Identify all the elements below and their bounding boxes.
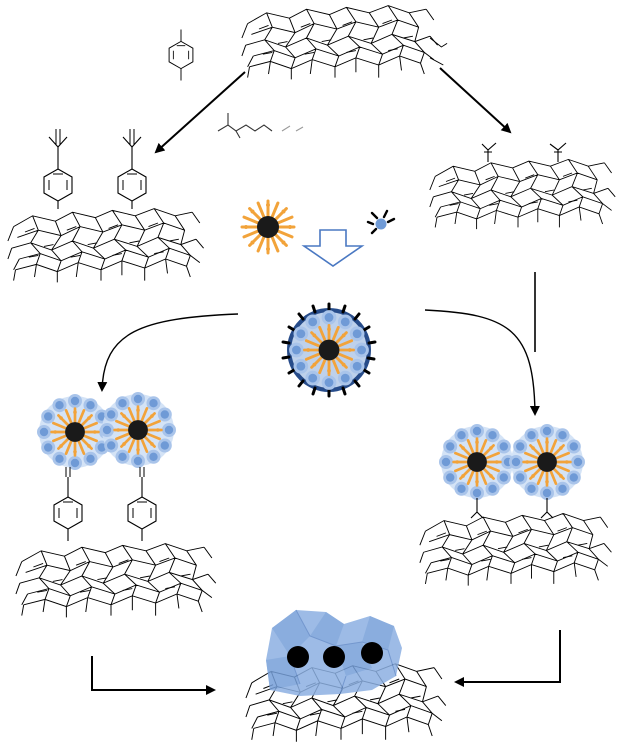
nanoparticle-ligand-core-icon [240,199,296,255]
carbon-surface-icon [419,513,612,587]
core-shell-nanoparticle-icon [439,424,515,500]
shell-precursor-icon [366,209,396,235]
styryl-linker-icon [53,467,157,541]
down-arrow-icon [301,229,365,267]
reaction-arrow-icon [91,656,216,695]
isopropylidene-linker-icon [470,498,554,519]
reaction-arrow-icon [97,313,239,392]
carbon-surface-icon [15,543,217,618]
carbon-surface-icon [241,5,448,80]
core-shell-nanoparticle-icon [509,424,585,500]
reaction-arrow-icon [439,67,512,134]
core-shell-nanoparticle-icon [281,302,377,398]
carbon-surface-icon [7,208,205,283]
para-xylene-molecule-icon [168,29,194,81]
styryl-linker-icon [43,129,147,209]
nanoparticle-core-icon [287,642,383,668]
reaction-arrow-icon [154,71,246,154]
isopropylidene-linker-icon [481,142,567,162]
alkyl-chain-molecule-icon [217,113,304,139]
reaction-arrow-icon [424,309,540,416]
carbon-surface-icon [429,158,616,230]
reaction-arrow-icon [454,630,561,687]
core-shell-nanoparticle-icon [100,392,176,468]
